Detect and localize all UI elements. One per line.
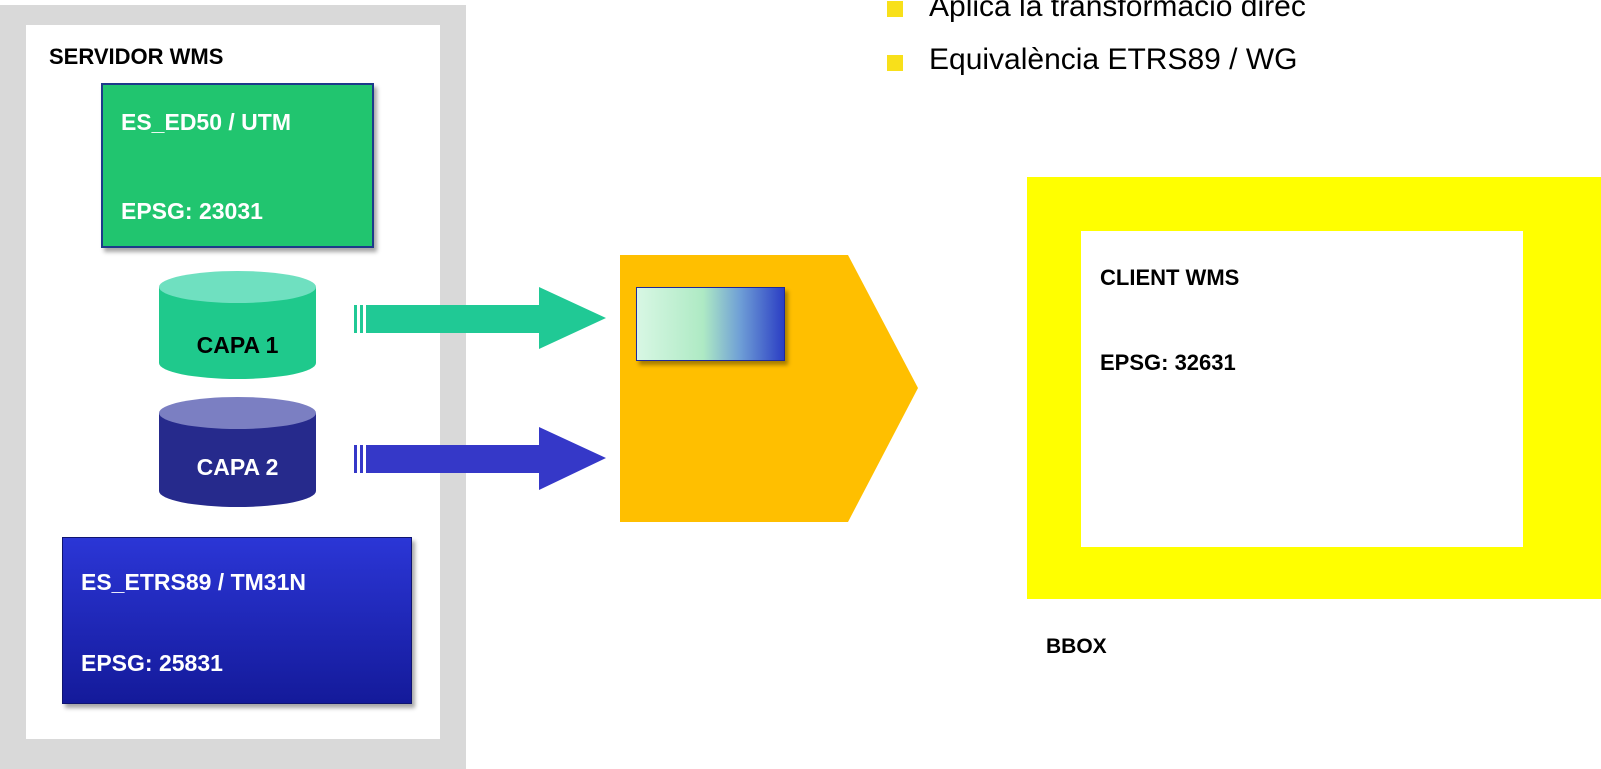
server-title: SERVIDOR WMS: [49, 44, 224, 69]
arrow-layer-2: [354, 427, 606, 490]
bullet-text: Equivalència ETRS89 / WG: [929, 43, 1298, 76]
client-epsg: EPSG: 32631: [1100, 350, 1236, 375]
layer-1-cylinder: CAPA 1: [159, 271, 316, 381]
bullet-list: Aplica la transformació direc Equivalènc…: [887, 0, 1601, 110]
crs-source-epsg: EPSG: 23031: [121, 198, 263, 224]
bbox-label: BBOX: [1046, 635, 1107, 658]
layer-2-cylinder: CAPA 2: [159, 397, 316, 507]
crs-target-name: ES_ETRS89 / TM31N: [81, 569, 306, 595]
bullet-text: Aplica la transformació direc: [929, 0, 1306, 23]
crs-target-box: ES_ETRS89 / TM31N EPSG: 25831: [62, 537, 412, 704]
arrow-layer-1: [354, 287, 606, 349]
database-icon: [159, 271, 316, 379]
client-title: CLIENT WMS: [1100, 265, 1240, 290]
crs-source-box: ES_ED50 / UTM EPSG: 23031: [101, 83, 374, 248]
layer-2-label: CAPA 2: [196, 454, 279, 480]
map-image-tile: [636, 287, 785, 361]
crs-source-name: ES_ED50 / UTM: [121, 109, 291, 135]
bullet-square-icon: [887, 1, 903, 17]
bullet-square-icon: [887, 55, 903, 71]
client-panel: [1081, 231, 1523, 547]
database-icon: [159, 397, 316, 507]
layer-1-label: CAPA 1: [196, 332, 279, 358]
crs-target-epsg: EPSG: 25831: [81, 650, 223, 676]
